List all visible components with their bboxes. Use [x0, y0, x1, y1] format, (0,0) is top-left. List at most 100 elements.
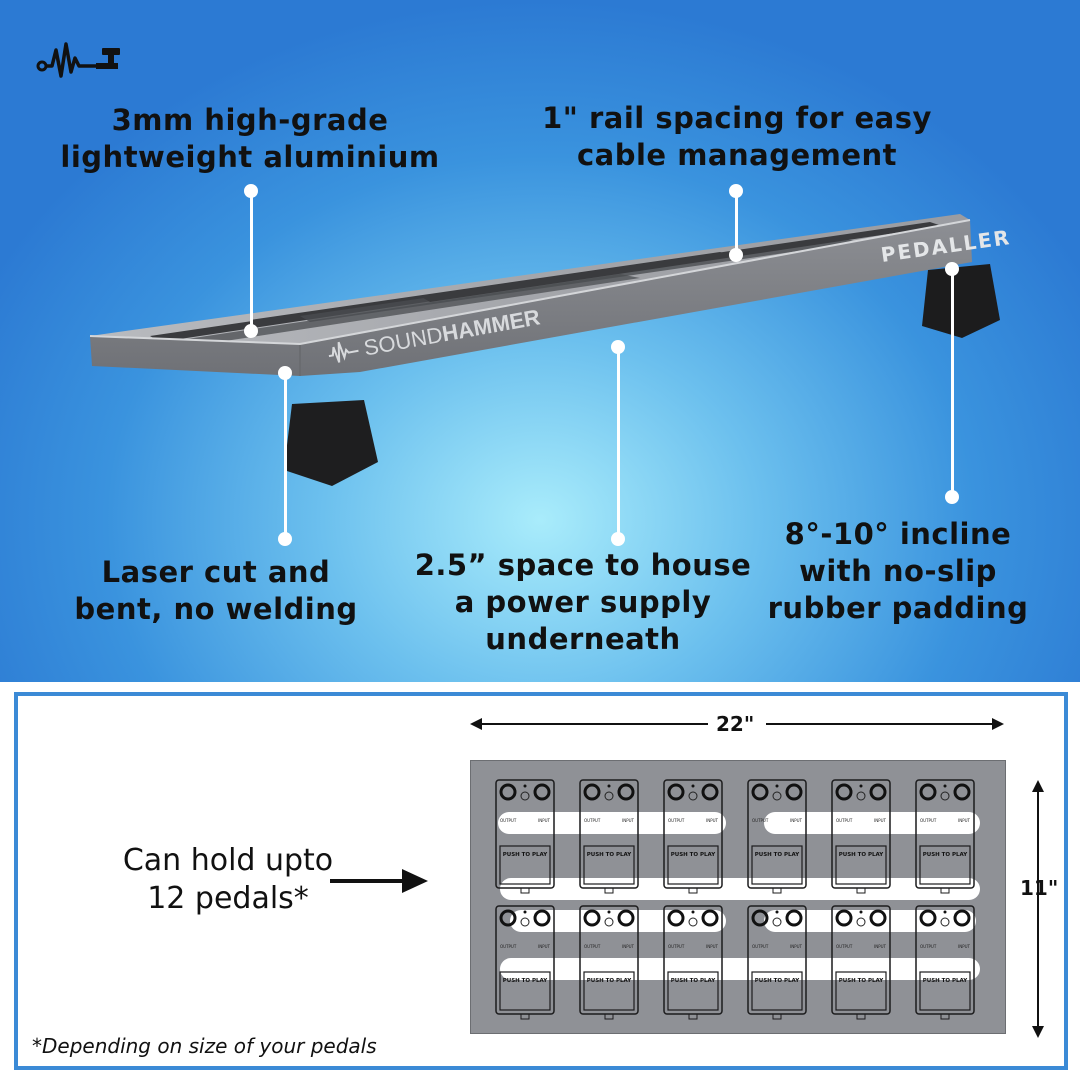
pin-line-incline [951, 268, 954, 496]
output-label: OUTPUT [668, 818, 685, 823]
pin-dot-incline-bottom [945, 490, 959, 504]
footswitch-icon [919, 971, 971, 1011]
pedalboard-illustration: SOUNDHAMMER PEDALLER [89, 214, 1012, 486]
led-icon [856, 917, 866, 927]
input-label: INPUT [874, 944, 887, 949]
input-label: INPUT [790, 944, 803, 949]
callout-incline: 8°-10° incline with no-slip rubber paddi… [756, 516, 1040, 627]
knob-icon [533, 783, 551, 801]
footswitch-label: PUSH TO PLAY [923, 852, 969, 858]
led-icon [940, 791, 950, 801]
input-label: INPUT [538, 818, 551, 823]
led-icon [940, 917, 950, 927]
callout-space-line-2: a power supply [454, 585, 712, 619]
knob-icon [835, 783, 853, 801]
output-label: OUTPUT [920, 818, 937, 823]
pin-line-construction [284, 372, 287, 538]
led-icon [520, 791, 530, 801]
input-label: INPUT [958, 944, 971, 949]
knob-icon [617, 909, 635, 927]
knob-icon [953, 783, 971, 801]
knob-icon [869, 909, 887, 927]
footswitch-icon [667, 971, 719, 1011]
pin-dot-material-top [244, 184, 258, 198]
led-icon [604, 791, 614, 801]
knob-icon [751, 783, 769, 801]
footswitch-label: PUSH TO PLAY [503, 978, 549, 984]
knob-icon [751, 909, 769, 927]
callout-incline-line-1: 8°-10° incline [784, 517, 1012, 551]
knob-icon [919, 909, 937, 927]
knob-icon [533, 909, 551, 927]
input-label: INPUT [622, 818, 635, 823]
width-label: 22" [716, 712, 755, 736]
input-label: INPUT [622, 944, 635, 949]
led-icon [688, 791, 698, 801]
output-label: OUTPUT [500, 944, 517, 949]
pin-dot-rails-top [729, 184, 743, 198]
footswitch-icon [835, 971, 887, 1011]
knob-icon [583, 783, 601, 801]
callout-construction-line-1: Laser cut and [101, 555, 331, 589]
output-label: OUTPUT [584, 944, 601, 949]
knob-icon [583, 909, 601, 927]
footswitch-label: PUSH TO PLAY [587, 978, 633, 984]
pin-line-space [617, 346, 620, 538]
footswitch-icon [919, 845, 971, 885]
callout-rails-line-2: cable management [576, 138, 898, 172]
height-label: 11" [1020, 876, 1059, 900]
pedal: OUTPUT INPUT PUSH TO PLAY [915, 905, 975, 1020]
footnote: *Depending on size of your pedals [32, 1034, 377, 1058]
footswitch-label: PUSH TO PLAY [923, 978, 969, 984]
knob-icon [499, 783, 517, 801]
arrow-right-icon [330, 869, 428, 893]
led-icon [520, 917, 530, 927]
callout-rails-line-1: 1" rail spacing for easy [542, 101, 932, 135]
footswitch-label: PUSH TO PLAY [503, 852, 549, 858]
footswitch-label: PUSH TO PLAY [839, 978, 885, 984]
led-icon [688, 917, 698, 927]
callout-incline-line-2: with no-slip [799, 554, 997, 588]
callout-space-line-1: 2.5” space to house [414, 548, 752, 582]
knob-icon [701, 909, 719, 927]
led-icon [604, 917, 614, 927]
pin-dot-rails-bottom [729, 248, 743, 262]
pin-dot-construction-bottom [278, 532, 292, 546]
knob-icon [667, 909, 685, 927]
knob-icon [919, 783, 937, 801]
knob-icon [953, 909, 971, 927]
knob-icon [835, 909, 853, 927]
knob-icon [785, 783, 803, 801]
input-label: INPUT [706, 818, 719, 823]
footswitch-icon [583, 971, 635, 1011]
callout-space-line-3: underneath [485, 622, 681, 656]
pedalboard-top-view: OUTPUT INPUT PUSH TO PLAY OUTPUT INPUT PUSH T… [470, 760, 1006, 1034]
knob-icon [667, 783, 685, 801]
input-label: INPUT [790, 818, 803, 823]
callout-construction: Laser cut and bent, no welding [56, 554, 376, 628]
callout-space: 2.5” space to house a power supply under… [410, 547, 756, 658]
footswitch-icon [499, 971, 551, 1011]
knob-icon [869, 783, 887, 801]
footswitch-icon [751, 971, 803, 1011]
output-label: OUTPUT [836, 944, 853, 949]
callout-rails: 1" rail spacing for easy cable managemen… [530, 100, 944, 174]
knob-icon [785, 909, 803, 927]
pin-dot-incline-top [945, 262, 959, 276]
callout-material: 3mm high-grade lightweight aluminium [40, 102, 460, 176]
led-icon [772, 791, 782, 801]
footswitch-icon [583, 845, 635, 885]
callout-construction-line-2: bent, no welding [74, 592, 358, 626]
output-label: OUTPUT [920, 944, 937, 949]
input-label: INPUT [958, 818, 971, 823]
pin-line-material [250, 190, 253, 330]
knob-icon [701, 783, 719, 801]
capacity-line-1: Can hold upto [122, 843, 334, 878]
led-icon [772, 917, 782, 927]
